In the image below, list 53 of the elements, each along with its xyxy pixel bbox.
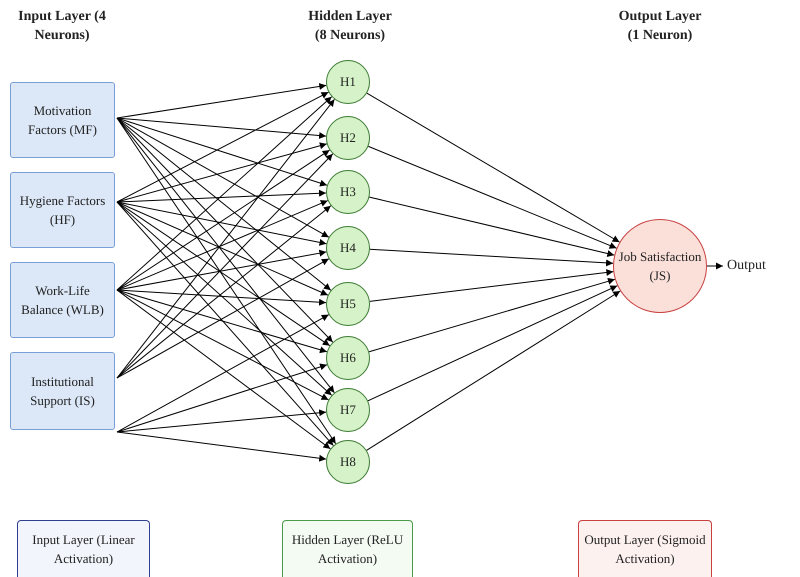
arrow (368, 196, 615, 257)
layer-heading: Output Layer (1 Neuron) (618, 8, 702, 45)
arrow (116, 92, 329, 202)
arrow (368, 146, 618, 249)
arrow (116, 364, 328, 432)
hidden-neuron-circle: H3 (326, 170, 370, 214)
layer-heading: Hidden Layer (8 Neurons) (307, 8, 393, 45)
arrow (368, 278, 616, 352)
arrow (369, 269, 614, 302)
arrow (116, 290, 327, 306)
arrow (116, 83, 327, 118)
arrow (116, 118, 328, 186)
arrow (116, 202, 330, 346)
hidden-neuron-circle: H5 (326, 282, 370, 326)
output-label: Output (727, 256, 800, 276)
input-box: Work-Life Balance (WLB) (10, 262, 115, 338)
legend-box: Input Layer (Linear Activation) (17, 520, 150, 577)
legend-box: Hidden Layer (ReLU Activation) (282, 520, 413, 577)
hidden-neuron-circle: H6 (326, 336, 370, 380)
arrow (116, 118, 327, 139)
arrow (116, 314, 330, 432)
arrow (116, 290, 328, 354)
arrow (116, 258, 330, 378)
legend-box: Output Layer (Sigmoid Activation) (578, 520, 712, 577)
arrow (116, 432, 327, 462)
hidden-neuron-circle: H7 (326, 388, 370, 432)
arrow (706, 262, 724, 270)
input-box: Hygiene Factors (HF) (10, 172, 115, 248)
arrow (116, 118, 334, 343)
hidden-neuron-circle: H4 (326, 226, 370, 270)
input-box: Institutional Support (IS) (10, 352, 115, 430)
arrow (116, 250, 327, 290)
arrow (366, 92, 620, 243)
arrow (116, 118, 336, 444)
arrow (116, 150, 330, 290)
output-neuron-circle: Job Satisfaction (JS) (613, 219, 707, 313)
hidden-neuron-circle: H8 (326, 440, 370, 484)
arrow (116, 118, 330, 238)
hidden-neuron-circle: H2 (326, 116, 370, 160)
hidden-neuron-circle: H1 (326, 60, 370, 104)
arrow (116, 190, 327, 202)
input-box: Motivation Factors (MF) (10, 82, 115, 158)
arrow (116, 290, 331, 450)
arrow (116, 153, 334, 378)
arrow (369, 248, 614, 266)
arrow (116, 142, 328, 202)
arrow (116, 202, 327, 246)
layer-heading: Input Layer (4 Neurons) (17, 8, 107, 45)
arrow (116, 409, 327, 432)
arrow (116, 202, 334, 446)
arrow (367, 285, 618, 402)
arrow (366, 290, 621, 451)
arrow (116, 290, 329, 400)
